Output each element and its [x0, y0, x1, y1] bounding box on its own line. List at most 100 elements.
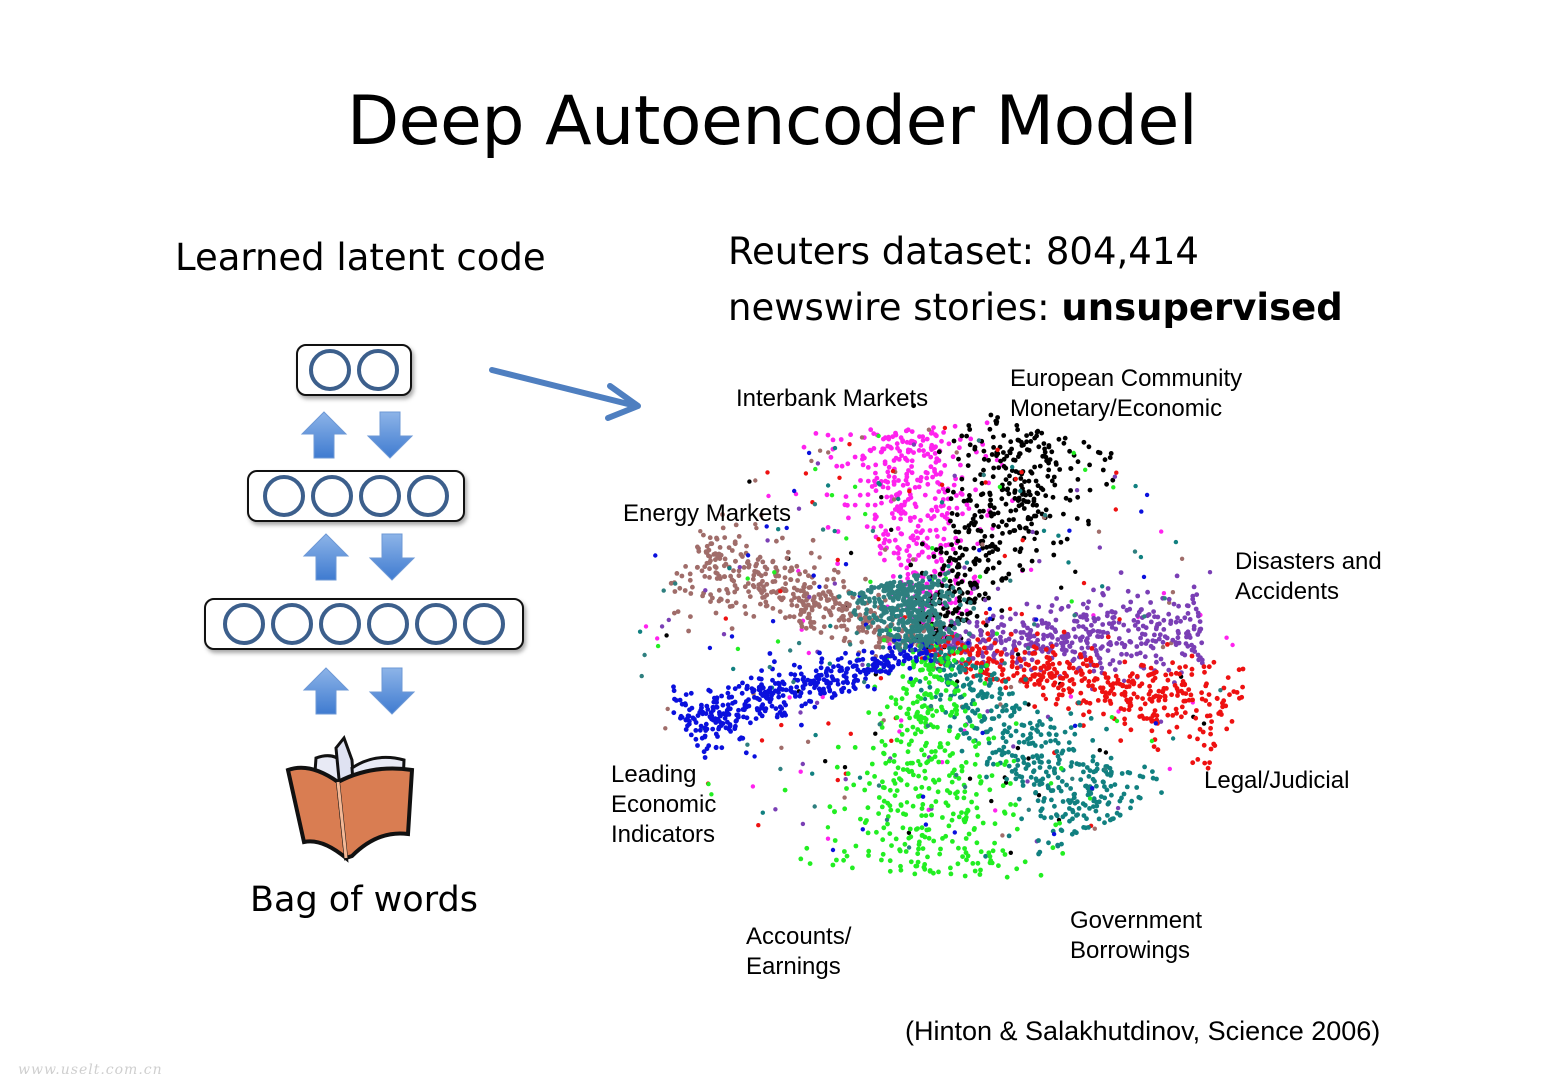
data-point [913, 786, 919, 792]
data-point [913, 863, 919, 869]
data-point [852, 454, 858, 460]
data-point [894, 715, 900, 720]
data-point [1152, 614, 1157, 620]
data-point [920, 794, 926, 799]
data-point [865, 805, 871, 811]
data-point [954, 574, 960, 579]
data-point [1109, 816, 1115, 822]
data-point [800, 684, 806, 689]
data-point [952, 577, 958, 583]
data-point [1102, 698, 1108, 703]
data-point [948, 496, 954, 502]
data-point [825, 836, 831, 841]
data-point [972, 761, 978, 767]
data-point [1083, 657, 1089, 663]
data-point [907, 515, 913, 521]
data-point [1179, 704, 1185, 710]
data-point [751, 584, 757, 590]
data-point [896, 491, 902, 496]
data-point [1029, 470, 1035, 476]
data-point [827, 687, 833, 693]
data-point [866, 662, 871, 668]
data-point [951, 489, 956, 495]
data-point [858, 616, 864, 622]
data-point [1114, 810, 1120, 816]
data-point [906, 830, 912, 835]
data-point [1173, 706, 1179, 712]
data-point [1161, 617, 1167, 623]
data-point [844, 786, 849, 791]
data-point [930, 667, 936, 672]
data-point [1041, 663, 1047, 669]
data-point [856, 657, 862, 663]
data-point [909, 464, 914, 469]
data-point [952, 423, 958, 429]
data-point [941, 563, 947, 569]
data-point [873, 615, 879, 621]
data-point [951, 482, 957, 488]
data-point [1167, 600, 1172, 605]
data-point [848, 642, 853, 647]
data-point [847, 442, 852, 447]
data-point [889, 843, 894, 848]
data-point [760, 693, 766, 698]
data-point [1104, 726, 1109, 732]
data-point [939, 438, 944, 444]
data-point [1059, 841, 1064, 847]
data-point [1111, 485, 1116, 490]
data-point [1111, 620, 1117, 625]
data-point [1092, 826, 1097, 831]
data-point [831, 691, 837, 696]
data-point [928, 653, 934, 658]
data-point [1169, 692, 1174, 698]
data-point [845, 771, 851, 777]
data-point [1038, 872, 1044, 878]
data-point [1173, 619, 1179, 625]
data-point [824, 679, 830, 684]
data-point [710, 726, 716, 732]
data-point [977, 509, 983, 514]
data-point [1105, 610, 1110, 616]
neuron-unit [309, 349, 351, 391]
data-point [686, 628, 691, 634]
data-point [779, 722, 784, 728]
data-point [934, 559, 939, 564]
data-point [1091, 615, 1097, 621]
data-point [963, 662, 969, 667]
data-point [876, 480, 881, 486]
data-point [1030, 502, 1036, 508]
data-point [910, 624, 915, 630]
data-point [1207, 713, 1213, 719]
data-point [1208, 746, 1214, 752]
data-point [939, 589, 945, 595]
data-point [948, 518, 953, 524]
data-point [1008, 508, 1014, 514]
data-point [817, 650, 822, 656]
data-point [1019, 470, 1024, 475]
data-point [825, 825, 831, 830]
data-point [990, 613, 996, 619]
data-point [1064, 536, 1070, 542]
data-point [1009, 468, 1015, 473]
data-point [901, 649, 907, 654]
data-point [732, 540, 738, 546]
data-point [975, 650, 981, 656]
unsupervised-emphasis: unsupervised [1061, 286, 1343, 329]
data-point [892, 474, 897, 480]
data-point [937, 571, 943, 577]
data-point [1168, 671, 1174, 677]
data-point [1028, 774, 1034, 780]
data-point [1237, 695, 1242, 701]
data-point [1070, 665, 1076, 671]
neuron-unit [415, 603, 457, 645]
data-point [966, 640, 971, 646]
data-point [1037, 759, 1043, 765]
data-point [985, 557, 991, 563]
data-point [976, 558, 982, 563]
data-point [893, 836, 899, 842]
data-point [908, 859, 914, 865]
data-point [792, 488, 797, 494]
data-point [1044, 678, 1050, 684]
data-point [916, 552, 922, 558]
data-point [1060, 851, 1066, 856]
